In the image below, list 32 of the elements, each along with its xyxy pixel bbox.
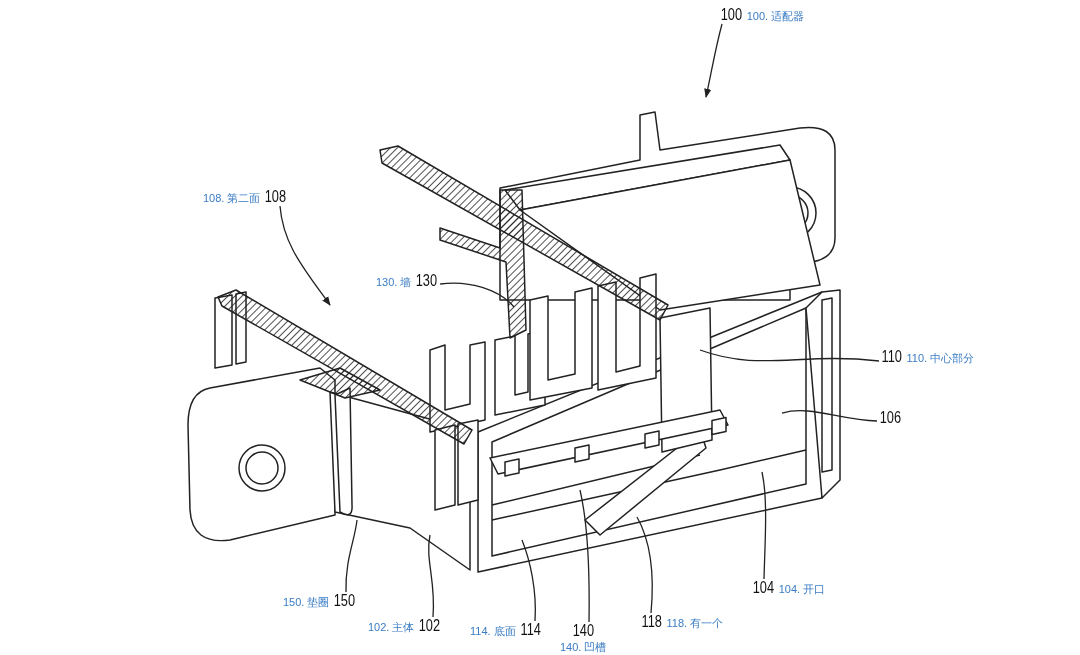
leader-line <box>781 410 878 422</box>
callout-label: 150. 垫圈 <box>283 595 330 610</box>
callout-number: 102 <box>419 617 441 635</box>
leader-line <box>579 489 590 623</box>
leader-line <box>428 534 435 618</box>
callout-label: 114. 底面 <box>470 624 516 639</box>
leader-line <box>699 349 880 362</box>
leader-line <box>761 471 767 580</box>
leader-line <box>636 516 653 614</box>
callout-number: 108 <box>265 188 287 206</box>
callout-label: 102. 主体 <box>368 620 415 635</box>
callout-label: 140. 凹槽 <box>560 640 607 655</box>
callout-label: 118. 有一个 <box>666 616 724 631</box>
callout-number: 150 <box>334 592 356 610</box>
callout-number: 130 <box>416 272 438 290</box>
callout-number: 140 <box>572 622 594 640</box>
callout-label: 104. 开口 <box>778 582 826 597</box>
callout-label: 110. 中心部分 <box>906 351 975 366</box>
leader-line <box>439 282 515 308</box>
leader-line <box>345 519 358 593</box>
callout-label: 108. 第二面 <box>203 191 261 206</box>
leader-line <box>704 23 723 98</box>
leader-line <box>521 539 536 622</box>
callout-number: 100 <box>720 6 743 24</box>
callout-number: 114 <box>520 621 541 639</box>
leader-line <box>279 205 331 306</box>
callout-number: 104 <box>752 579 775 597</box>
callout-number: 106 <box>879 409 902 427</box>
callout-label: 130. 墙 <box>376 275 412 290</box>
callout-number: 110 <box>881 348 902 366</box>
callout-label: 100. 适配器 <box>746 9 805 24</box>
callout-number: 118 <box>641 613 662 631</box>
